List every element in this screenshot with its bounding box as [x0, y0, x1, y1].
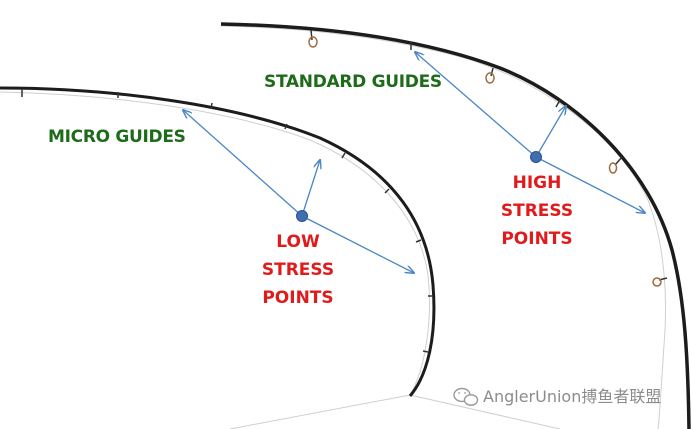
standard-rod-blank — [220, 22, 691, 429]
low-stress-label-line: STRESS — [262, 260, 334, 280]
low-stress-arrow-upper-left — [183, 110, 303, 217]
micro-guide — [415, 239, 422, 243]
micro-guide — [384, 188, 390, 194]
micro-guides-rod-group — [0, 86, 561, 429]
micro-rod-line — [0, 91, 430, 429]
high-stress-label-line: POINTS — [501, 229, 572, 249]
low-stress-point — [296, 210, 308, 222]
high-stress-label-line: HIGH — [513, 173, 562, 193]
micro-guide-ticks — [21, 89, 433, 353]
micro-guide — [422, 350, 429, 353]
micro-guide — [284, 123, 288, 130]
micro-guide — [341, 152, 346, 159]
standard-guide — [555, 99, 561, 108]
low-stress-arrow-up — [301, 160, 320, 217]
high-stress-label: HIGH STRESS POINTS — [501, 173, 573, 249]
micro-rod-line-lower — [409, 394, 561, 429]
low-stress-label-line: POINTS — [262, 288, 333, 308]
high-stress-arrow-right — [535, 156, 645, 213]
watermark-text: AnglerUnion搏鱼者联盟 — [483, 387, 661, 406]
standard-guide — [608, 156, 623, 174]
low-stress-arrow-right — [301, 215, 414, 273]
high-stress-arrows — [415, 52, 645, 213]
high-stress-arrow-up — [535, 106, 566, 158]
standard-guides-label: STANDARD GUIDES — [264, 72, 442, 92]
standard-guides-rod-group — [220, 22, 691, 429]
micro-guide — [210, 102, 213, 110]
micro-rod-blank — [0, 86, 436, 397]
standard-guide — [308, 29, 318, 48]
high-stress-label-line: STRESS — [501, 201, 573, 221]
low-stress-label-line: LOW — [276, 232, 320, 252]
low-stress-label: LOW STRESS POINTS — [262, 232, 334, 308]
watermark: AnglerUnion搏鱼者联盟 — [453, 387, 661, 406]
micro-guides-label: MICRO GUIDES — [48, 127, 186, 147]
wechat-icon — [453, 387, 479, 406]
low-stress-arrows — [183, 110, 414, 273]
high-stress-arrow-upper-left — [415, 52, 537, 158]
standard-guide — [485, 67, 495, 84]
high-stress-point — [530, 151, 542, 163]
standard-guide — [652, 277, 668, 287]
